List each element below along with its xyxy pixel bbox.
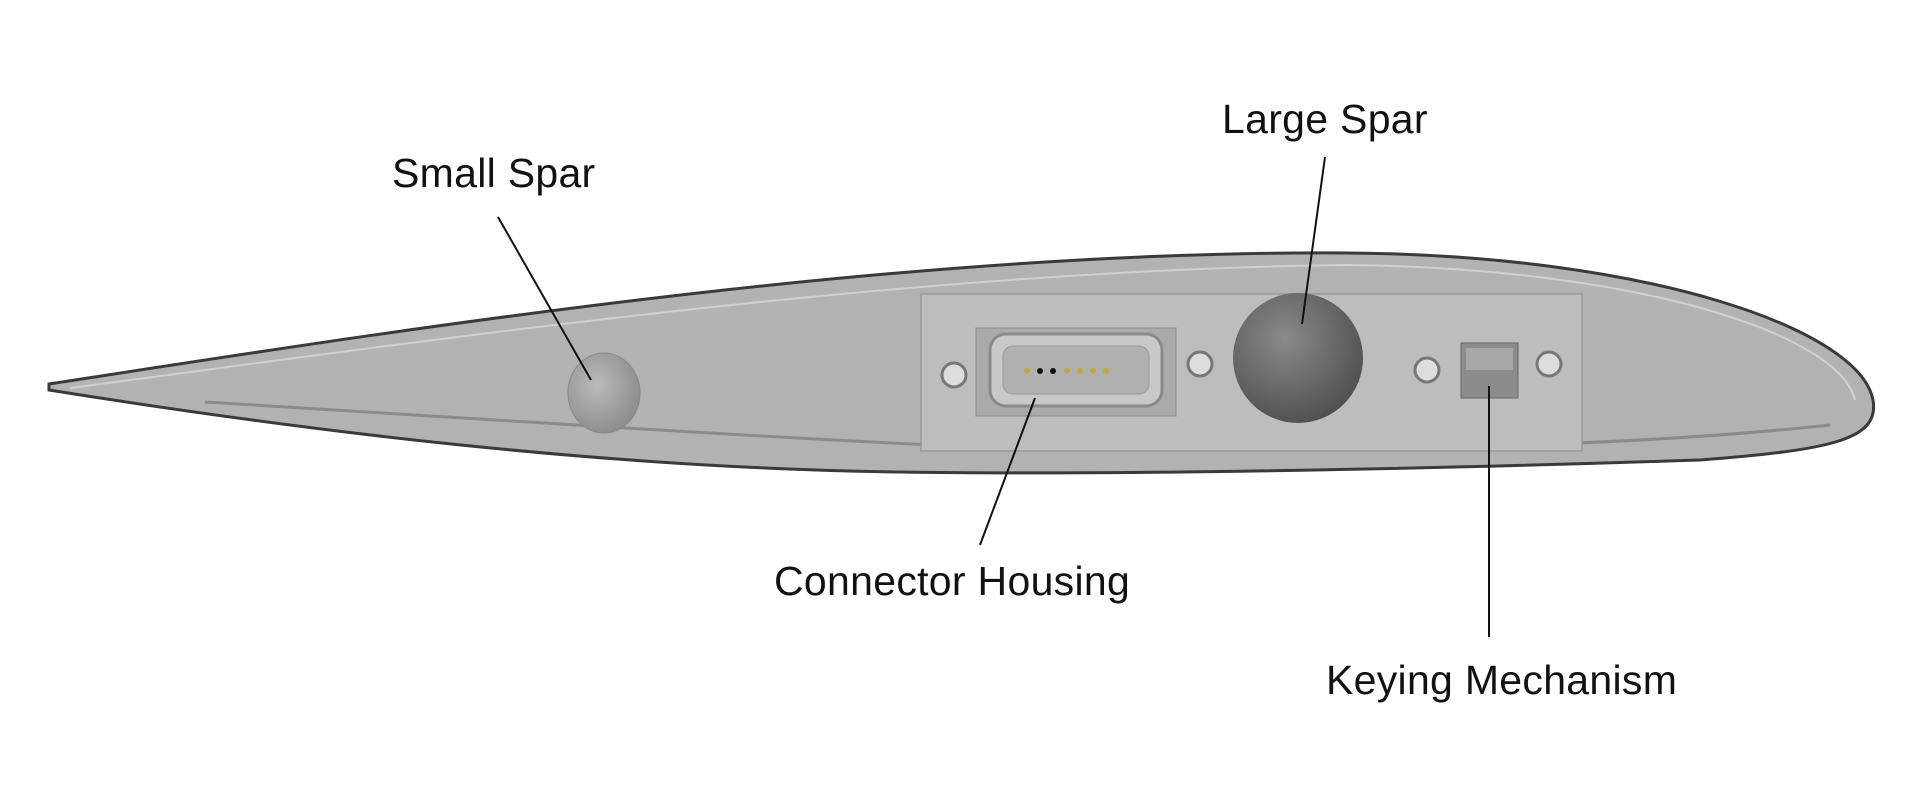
leader-connector-housing <box>979 397 1036 546</box>
large-spar <box>1233 293 1363 423</box>
label-small-spar: Small Spar <box>392 150 596 196</box>
leader-large-spar <box>1301 156 1326 325</box>
small-spar <box>567 352 641 434</box>
leader-lines <box>497 156 1490 637</box>
label-large-spar: Large Spar <box>1222 96 1428 142</box>
label-keying-mechanism: Keying Mechanism <box>1326 657 1678 703</box>
label-connector-housing: Connector Housing <box>774 558 1131 604</box>
screws <box>940 350 1563 389</box>
connector-housing <box>975 327 1177 417</box>
leader-small-spar <box>497 216 592 381</box>
